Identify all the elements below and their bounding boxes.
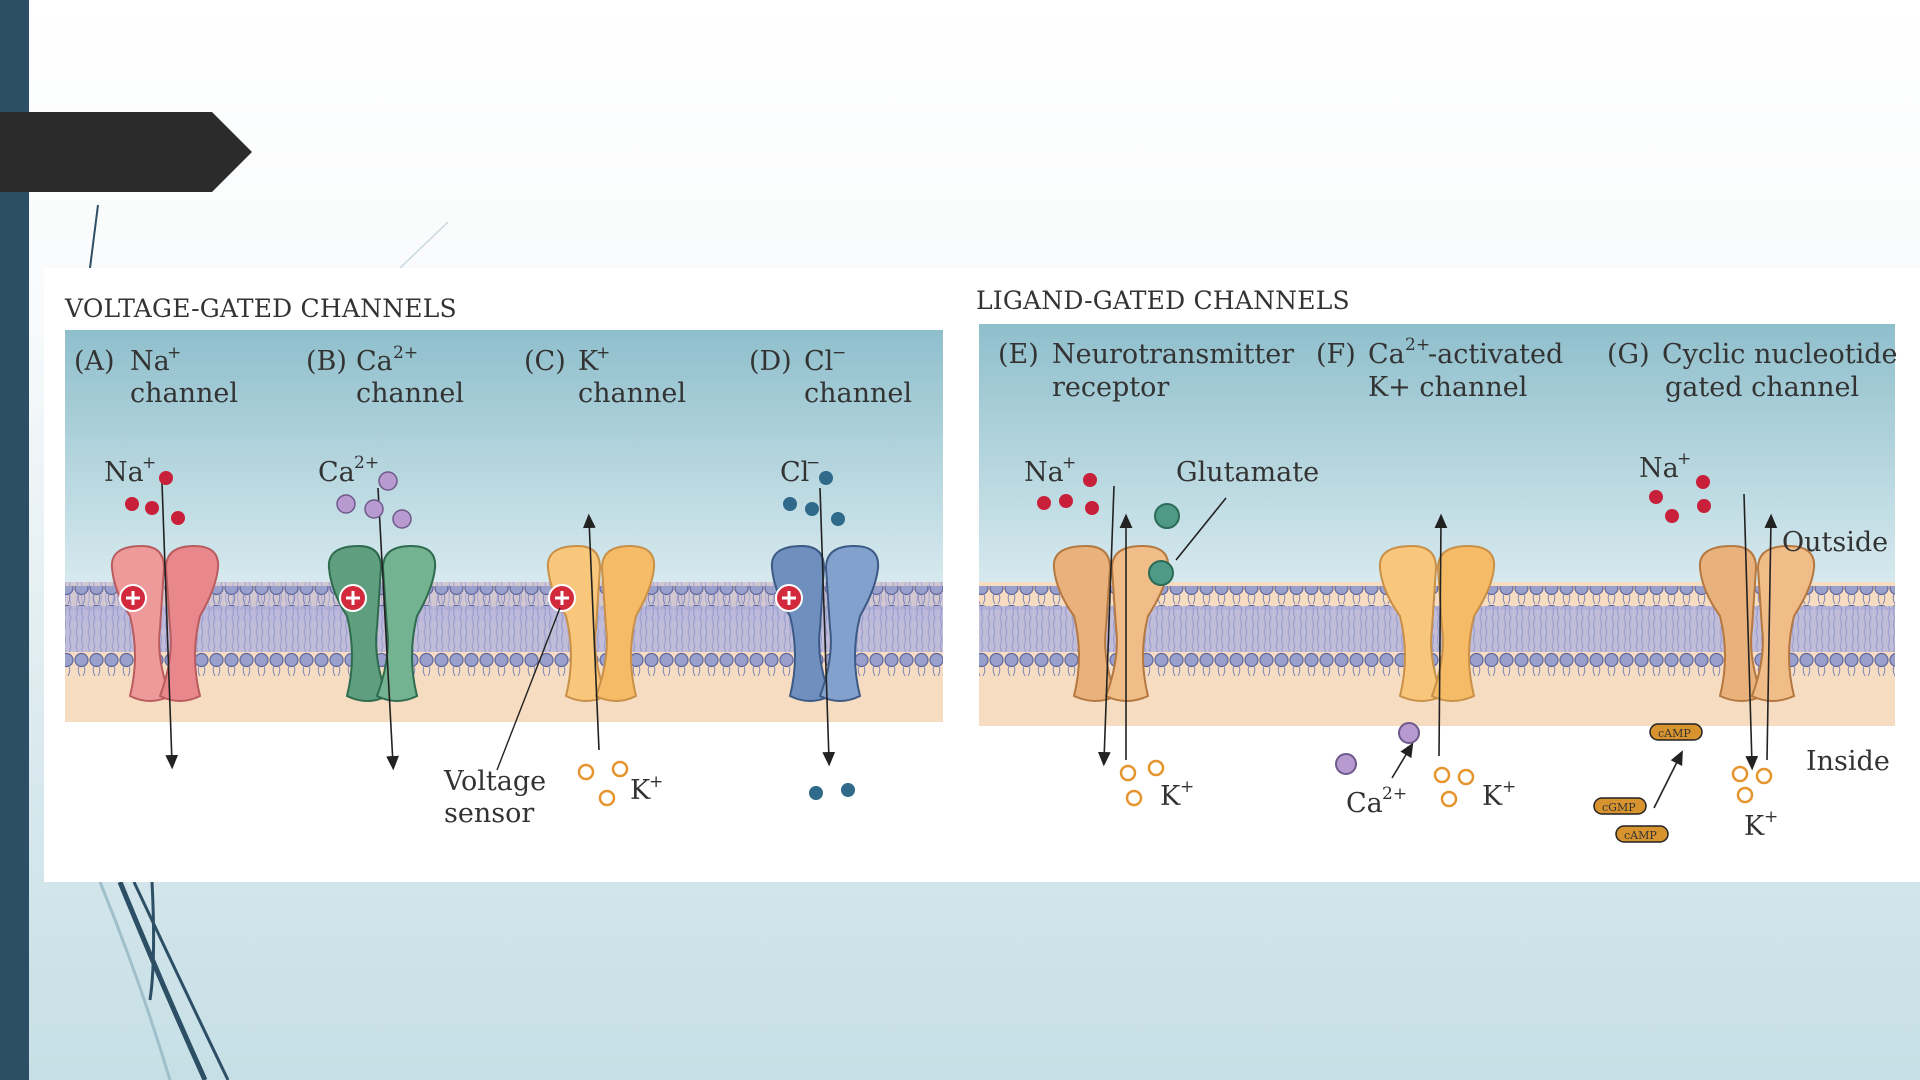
cl-channel (770, 487, 880, 767)
svg-text:cAMP: cAMP (1624, 829, 1657, 842)
outside-label: Outside (1782, 527, 1888, 558)
voltage-sensor-label: Voltage sensor (443, 766, 546, 829)
svg-text:Neurotransmitter: Neurotransmitter (1052, 339, 1294, 370)
svg-text:channel: channel (356, 378, 464, 409)
channel-label-e: (E) Neurotransmitter receptor (998, 339, 1294, 403)
svg-text:(C): (C) (524, 346, 566, 377)
svg-text:(F): (F) (1316, 339, 1356, 370)
svg-text:K: K (1744, 811, 1765, 842)
svg-text:Cl: Cl (804, 346, 833, 377)
inside-label: Inside (1806, 746, 1890, 777)
k-channel (496, 513, 656, 771)
ion-channel-figure: VOLTAGE-GATED CHANNELS (A) Na + channel … (44, 268, 1920, 882)
svg-text:(E): (E) (998, 339, 1039, 370)
svg-text:K: K (1160, 781, 1181, 812)
figure-canvas: VOLTAGE-GATED CHANNELS (A) Na + channel … (64, 286, 1898, 843)
title-arrow-shape (0, 112, 252, 192)
svg-text:+: + (1764, 807, 1778, 827)
na-ions-ligand-e: Na + (1024, 453, 1099, 515)
na-ions-voltage: Na + (104, 453, 185, 525)
neurotransmitter-receptor-channel (1052, 485, 1170, 767)
svg-text:receptor: receptor (1052, 372, 1169, 403)
svg-text:−: − (806, 453, 820, 473)
svg-text:cAMP: cAMP (1658, 727, 1691, 740)
svg-text:K: K (578, 346, 599, 377)
voltage-section-title: VOLTAGE-GATED CHANNELS (64, 294, 457, 323)
svg-text:channel: channel (130, 378, 238, 409)
svg-text:+: + (1180, 777, 1194, 797)
svg-text:K: K (1482, 781, 1503, 812)
svg-text:2+: 2+ (1382, 784, 1407, 804)
svg-text:Na: Na (130, 346, 170, 377)
ca-activated-k-channel (1378, 513, 1496, 779)
glutamate-label: Glutamate (1176, 457, 1319, 488)
cgmp-badge: cGMP (1593, 797, 1647, 815)
channel-label-f: (F) Ca 2+ -activated K+ channel (1316, 335, 1563, 403)
camp-bound-badge: cAMP (1649, 723, 1703, 741)
svg-text:K: K (630, 775, 651, 806)
svg-text:+: + (167, 343, 181, 363)
svg-text:+: + (1062, 453, 1076, 473)
camp-badge: cAMP (1615, 825, 1669, 843)
svg-text:Na: Na (1639, 453, 1679, 484)
svg-text:K+ channel: K+ channel (1368, 372, 1527, 403)
svg-text:Ca: Ca (1368, 339, 1405, 370)
channel-label-d: (D) Cl − channel (749, 343, 912, 409)
k-ions-ligand-e: K + (1119, 759, 1194, 812)
svg-text:sensor: sensor (444, 798, 534, 829)
channel-label-b: (B) Ca 2+ channel (306, 343, 464, 409)
svg-text:channel: channel (578, 378, 686, 409)
ca-ion-ligand-f: Ca 2+ (1335, 753, 1407, 819)
svg-text:-activated: -activated (1428, 339, 1563, 370)
svg-text:Ca: Ca (1346, 788, 1383, 819)
svg-text:(B): (B) (306, 346, 347, 377)
svg-text:Na: Na (104, 457, 144, 488)
cl-ions-voltage: Cl − (780, 453, 855, 800)
svg-text:−: − (832, 343, 846, 363)
channel-label-g: (G) Cyclic nucleotide gated channel (1607, 339, 1898, 403)
ca-ions-voltage: Ca 2+ (318, 453, 412, 529)
svg-text:Cl: Cl (780, 457, 809, 488)
glutamate: Glutamate (1148, 457, 1319, 586)
svg-text:2+: 2+ (354, 453, 379, 473)
channel-label-c: (C) K + channel (524, 343, 686, 409)
svg-text:2+: 2+ (393, 343, 418, 363)
k-ions-ligand-g: K + (1731, 765, 1778, 842)
svg-text:+: + (596, 343, 610, 363)
svg-text:Na: Na (1024, 457, 1064, 488)
voltage-panel (65, 330, 943, 722)
ca-channel (327, 487, 437, 771)
svg-text:Ca: Ca (318, 457, 355, 488)
na-channel (110, 482, 220, 770)
svg-text:(D): (D) (749, 346, 792, 377)
k-ions-ligand-f: K + (1433, 766, 1516, 812)
na-ions-ligand-g: Na + (1639, 449, 1711, 523)
k-ions-voltage: K + (577, 760, 663, 807)
svg-text:(G): (G) (1607, 339, 1650, 370)
svg-text:Ca: Ca (356, 346, 393, 377)
svg-text:Voltage: Voltage (443, 766, 546, 797)
svg-text:2+: 2+ (1405, 335, 1430, 355)
svg-text:+: + (1502, 777, 1516, 797)
svg-text:gated channel: gated channel (1665, 372, 1859, 403)
channel-label-a: (A) Na + channel (74, 343, 238, 409)
cyclic-nucleotide-gated-channel (1653, 493, 1816, 809)
svg-text:(A): (A) (74, 346, 115, 377)
svg-text:+: + (142, 453, 156, 473)
svg-text:channel: channel (804, 378, 912, 409)
svg-text:cGMP: cGMP (1602, 801, 1636, 814)
ligand-section-title: LIGAND-GATED CHANNELS (976, 286, 1350, 315)
svg-text:+: + (649, 772, 663, 792)
svg-text:+: + (1677, 449, 1691, 469)
svg-text:Cyclic nucleotide: Cyclic nucleotide (1662, 339, 1898, 370)
